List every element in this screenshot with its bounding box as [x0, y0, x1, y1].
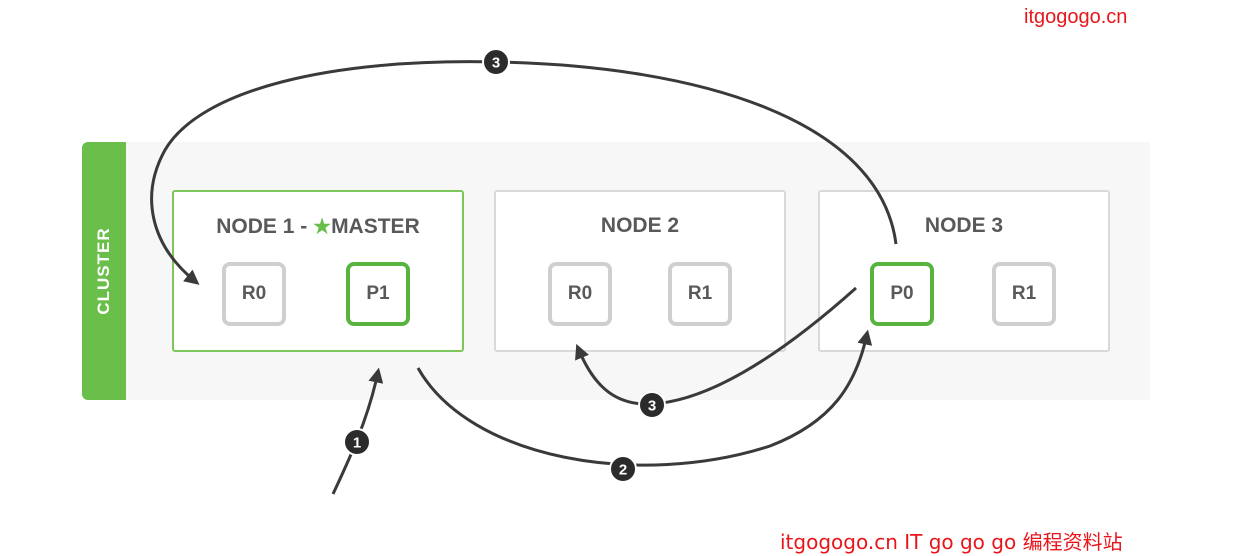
node-2-title: NODE 2 — [600, 214, 680, 237]
node-3-title: NODE 3 — [924, 214, 1004, 237]
svg-text:3: 3 — [648, 398, 656, 415]
node-1-title-prefix: NODE 1 - — [216, 215, 314, 238]
step-badge-3-top: 3 — [482, 48, 510, 76]
svg-text:2: 2 — [619, 462, 627, 479]
arrow-step-3-top — [150, 60, 898, 285]
shard-r1-node-2: R1 — [668, 262, 732, 326]
arrow-step-2 — [416, 329, 873, 467]
star-icon: ★ — [313, 216, 332, 238]
svg-text:1: 1 — [353, 435, 361, 452]
shard-r0-node-1: R0 — [222, 262, 286, 326]
step-badge-1: 1 — [343, 428, 371, 456]
node-1-title: NODE 1 - ★MASTER — [174, 214, 462, 239]
step-badge-3-bottom: 3 — [638, 391, 666, 419]
svg-text:3: 3 — [492, 55, 500, 72]
node-1-master: NODE 1 - ★MASTER R0 P1 — [172, 190, 464, 352]
node-1-title-suffix: MASTER — [331, 215, 420, 238]
watermark-bottom: itgogogo.cn IT go go go 编程资料站 — [780, 530, 1123, 554]
shard-p1-node-1: P1 — [346, 262, 410, 326]
cluster-bar — [82, 142, 126, 400]
node-2: NODE 2 R0 R1 — [494, 190, 786, 352]
shard-r1-node-3: R1 — [992, 262, 1056, 326]
node-3: NODE 3 P0 R1 — [818, 190, 1110, 352]
step-badge-2: 2 — [609, 455, 637, 483]
watermark-top: itgogogo.cn — [1024, 6, 1128, 28]
arrow-step-3-bottom — [575, 286, 857, 406]
shard-p0-node-3: P0 — [870, 262, 934, 326]
shard-r0-node-2: R0 — [548, 262, 612, 326]
